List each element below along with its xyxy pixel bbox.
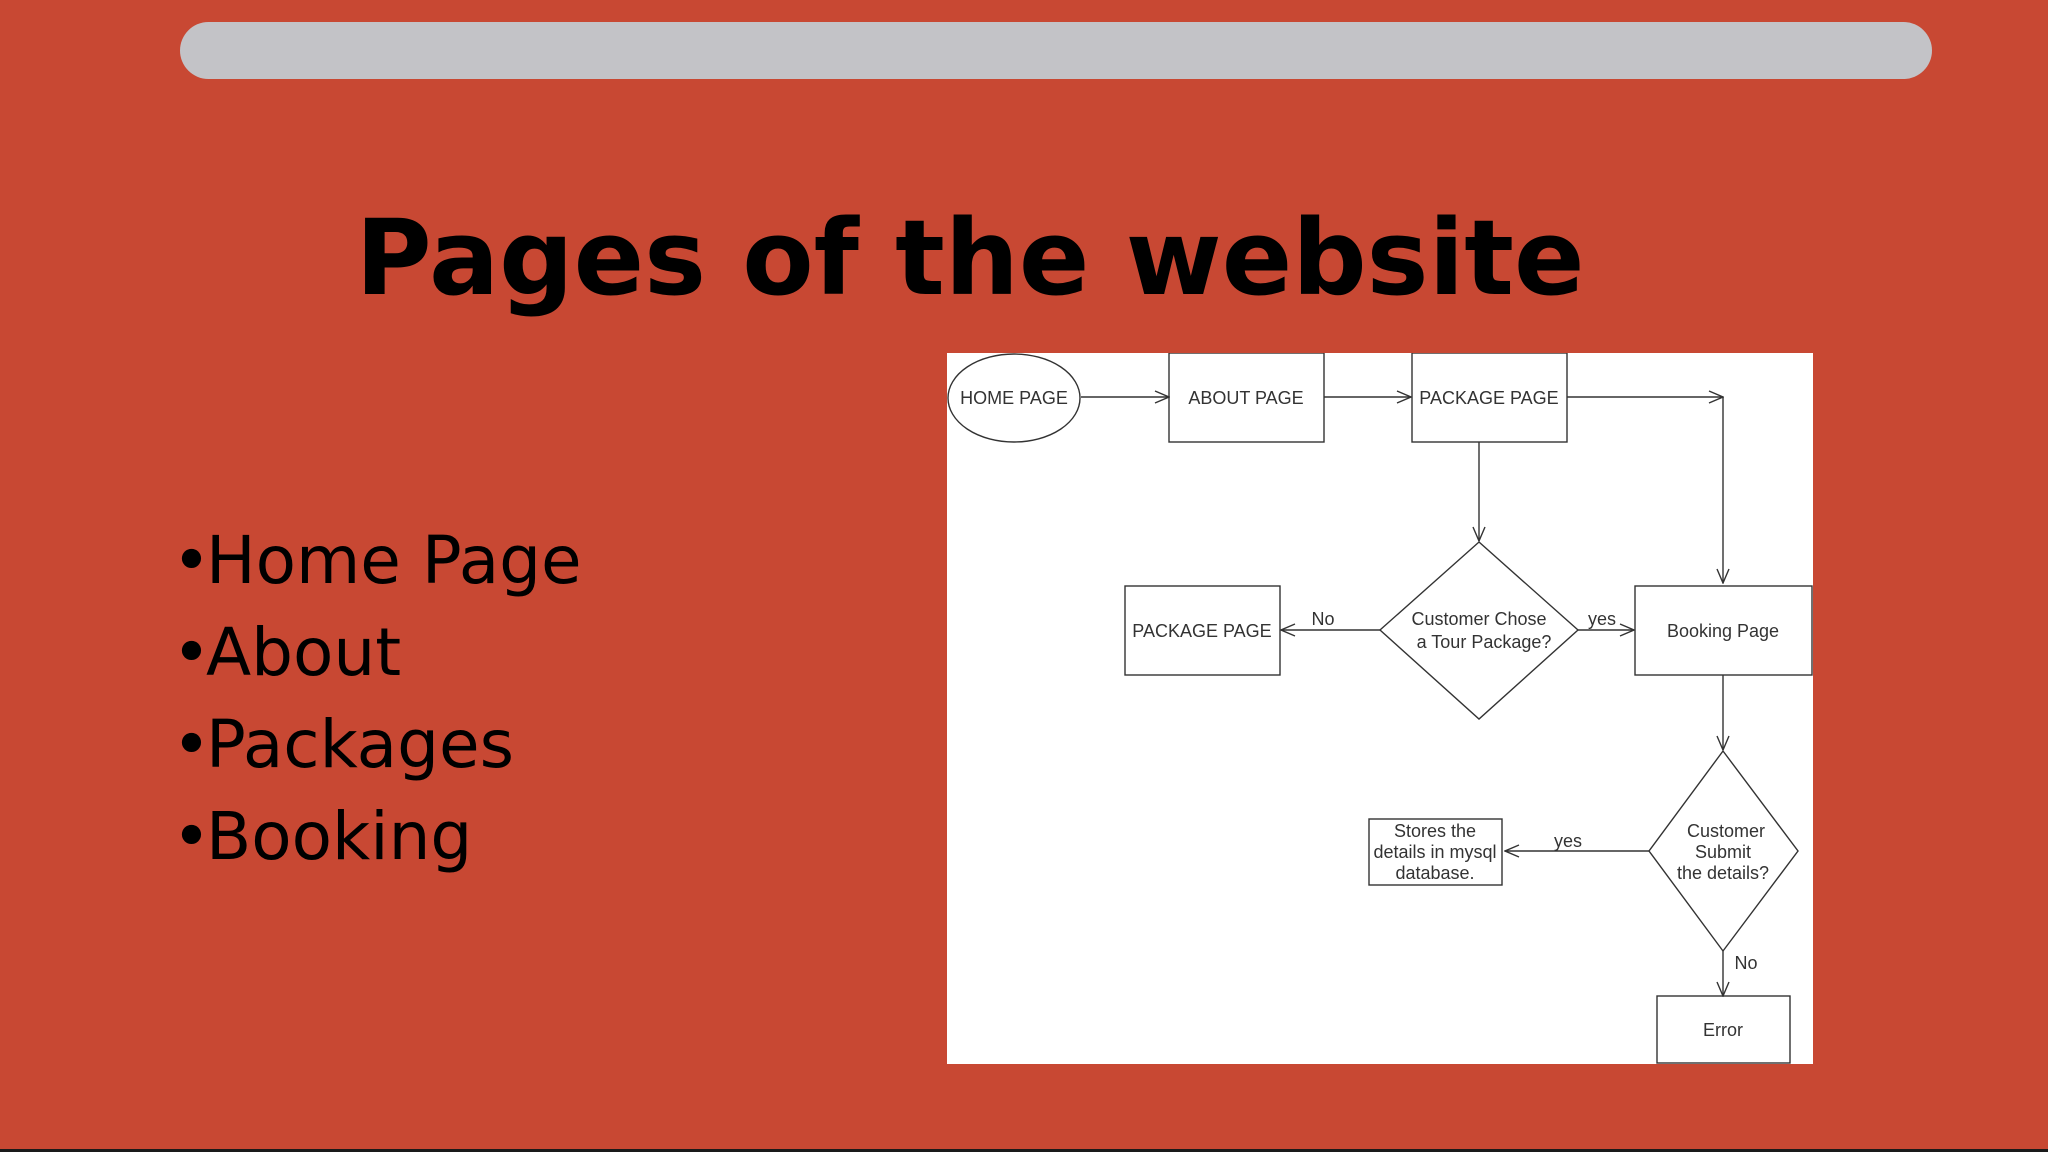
edge-label-yes-stores: yes — [1554, 831, 1582, 851]
edge-label-no-error: No — [1734, 953, 1757, 973]
bullet-item-home: •Home Page — [172, 515, 582, 607]
bullet-dot: • — [172, 798, 211, 875]
label-booking-page: Booking Page — [1667, 621, 1779, 641]
node-package-page-left — [1124, 585, 1281, 676]
bullet-item-packages: •Packages — [172, 699, 582, 791]
node-booking-page — [1634, 585, 1813, 676]
label-decision-submit-1: Customer — [1687, 821, 1765, 841]
edge-label-yes-right: yes — [1588, 609, 1616, 629]
node-about-page — [1168, 353, 1325, 443]
label-stores-2: details in mysql — [1373, 842, 1496, 862]
label-decision-package-2: a Tour Package? — [1417, 632, 1552, 652]
bullet-dot: • — [172, 706, 211, 783]
label-decision-submit-3: the details? — [1677, 863, 1769, 883]
label-package-page-left: PACKAGE PAGE — [1132, 621, 1271, 641]
label-home-page: HOME PAGE — [960, 388, 1068, 408]
bullet-list: •Home Page •About •Packages •Booking — [172, 515, 582, 883]
flowchart-panel: HOME PAGE ABOUT PAGE PACKAGE PAGE PACKAG… — [947, 353, 1813, 1064]
bullet-text: Packages — [206, 706, 514, 783]
bullet-text: Booking — [206, 798, 473, 875]
node-decision-package — [1378, 541, 1580, 720]
node-error — [1656, 995, 1791, 1064]
top-bar — [180, 22, 1932, 79]
slide-title: Pages of the website — [355, 197, 1585, 319]
bullet-item-booking: •Booking — [172, 791, 582, 883]
node-decision-submit — [1648, 749, 1799, 953]
bullet-dot: • — [172, 522, 211, 599]
bullet-text: About — [206, 614, 402, 691]
label-decision-submit-2: Submit — [1695, 842, 1751, 862]
bullet-text: Home Page — [206, 522, 582, 599]
label-about-page: ABOUT PAGE — [1188, 388, 1303, 408]
bullet-item-about: •About — [172, 607, 582, 699]
node-stores-details — [1368, 818, 1503, 886]
label-decision-package-1: Customer Chose — [1411, 609, 1546, 629]
node-home-page — [947, 353, 1081, 443]
bottom-border — [0, 1149, 2048, 1152]
flowchart-svg: HOME PAGE ABOUT PAGE PACKAGE PAGE PACKAG… — [947, 353, 1813, 1064]
bullet-dot: • — [172, 614, 211, 691]
label-error: Error — [1703, 1020, 1743, 1040]
node-package-page-top — [1411, 353, 1568, 443]
label-stores-3: database. — [1395, 863, 1474, 883]
label-package-page-top: PACKAGE PAGE — [1419, 388, 1558, 408]
label-stores-1: Stores the — [1394, 821, 1476, 841]
edge-label-no-left: No — [1311, 609, 1334, 629]
